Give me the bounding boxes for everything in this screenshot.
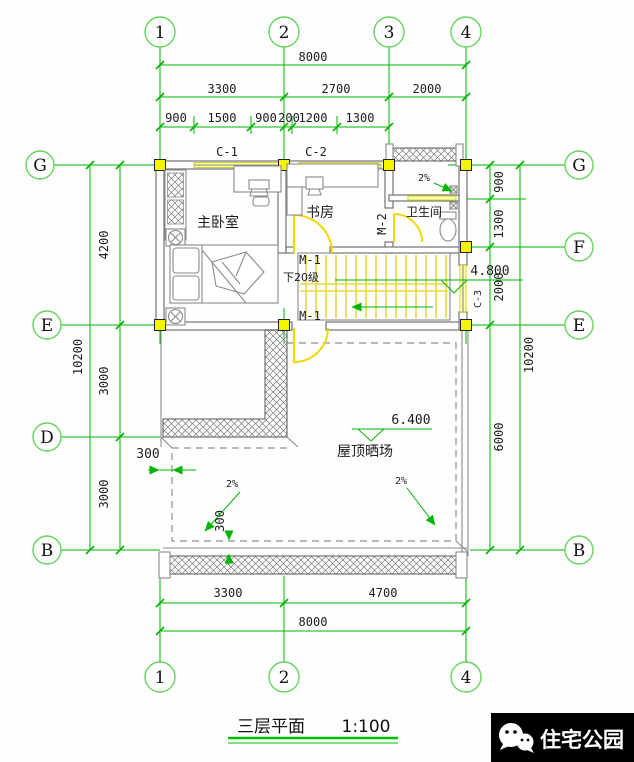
room-labels: 主卧室 书房 卫生间 屋顶晒场	[197, 205, 442, 460]
balcony-railing	[391, 147, 463, 162]
window-label-c1: C-1	[216, 145, 238, 159]
room-label-bathroom: 卫生间	[406, 205, 442, 219]
watermark-brand: 住宅公园	[540, 728, 624, 752]
dim-right-inner-1: 900	[492, 171, 506, 193]
drawing-title: 三层平面	[237, 717, 305, 737]
slope-balcony: 2%	[418, 173, 430, 184]
axis-bubble-top-3: 3	[384, 23, 395, 43]
axis-bubble-right-e: E	[573, 316, 585, 336]
room-label-roof-terrace: 屋顶晒场	[337, 444, 393, 460]
dim-top-minor-2: 1500	[208, 111, 237, 125]
axis-bubble-right-b: B	[573, 541, 586, 561]
door-label-m1-lower: M-1	[299, 309, 321, 323]
title-block: 三层平面 1:100	[228, 717, 398, 744]
wardrobe	[164, 169, 187, 326]
axis-bubbles: 1 2 3 4 1 2 4 G E D B G F E B	[25, 16, 594, 693]
dimension-ticks	[85, 60, 525, 636]
slope-terrace-right: 2%	[395, 476, 407, 487]
offset-300-horizontal: 300	[136, 447, 159, 462]
dim-bottom-major-1: 3300	[214, 586, 243, 600]
doors	[293, 213, 423, 364]
level-6400: 6.400	[391, 413, 430, 428]
dim-left-inner-2: 3000	[97, 367, 111, 396]
axis-bubble-bottom-1: 1	[155, 668, 166, 688]
dim-right-inner-4: 6000	[492, 423, 506, 452]
door-label-m1-upper: M-1	[299, 253, 321, 267]
dim-left-inner-1: 4200	[97, 231, 111, 260]
dim-left-total: 10200	[71, 339, 85, 375]
slope-terrace-left: 2%	[226, 479, 238, 490]
door-m2-swing	[393, 213, 423, 243]
watermark: 住宅公园	[491, 713, 634, 762]
dimension-lines	[85, 60, 525, 636]
dim-bottom-major-2: 4700	[369, 586, 398, 600]
axis-bubble-bottom-2: 2	[279, 668, 290, 688]
axis-bubble-left-b: B	[41, 541, 54, 561]
offset-300-vertical: 300	[213, 510, 227, 532]
opening-labels: C-1 C-2 M-1 M-1 M-2 下20级	[216, 145, 389, 323]
axis-bubble-right-g: G	[572, 156, 586, 176]
level-4800: 4.800	[470, 264, 509, 279]
dim-top-minor-4: 200	[278, 111, 300, 125]
room-label-master-bedroom: 主卧室	[197, 214, 239, 231]
columns	[154, 159, 472, 331]
bed	[169, 244, 279, 304]
dim-top-minor-6: 1300	[346, 111, 375, 125]
plan-walls	[155, 143, 471, 579]
axis-bubble-left-d: D	[40, 428, 54, 448]
dimension-texts: 8000 3300 2700 2000 900 1500 900 200 120…	[71, 50, 536, 629]
room-label-study: 书房	[306, 205, 334, 221]
wechat-icon	[499, 723, 534, 753]
annotations: 4.800 C-3 6.400 2% 2% 2%	[148, 173, 523, 565]
dim-top-minor-1: 900	[165, 111, 187, 125]
dim-top-minor-3: 900	[255, 111, 277, 125]
furniture	[164, 163, 458, 326]
axis-bubble-top-2: 2	[279, 23, 290, 43]
staircase	[297, 252, 451, 321]
axis-bubble-right-f: F	[573, 238, 585, 258]
study-desk	[286, 163, 379, 216]
door-m1-lower-swing	[293, 327, 329, 364]
axis-bubble-top-4: 4	[461, 23, 472, 43]
stair-note: 下20级	[283, 271, 319, 284]
axis-bubble-top-1: 1	[155, 23, 166, 43]
bottom-parapet	[162, 555, 468, 575]
dim-top-major-2: 2700	[322, 82, 351, 96]
dim-top-major-1: 3300	[208, 82, 237, 96]
axis-bubble-left-g: G	[33, 156, 47, 176]
axis-bubble-left-e: E	[41, 316, 53, 336]
dim-bottom-total: 8000	[299, 615, 328, 629]
window-label-c3: C-3	[473, 290, 484, 308]
axis-bubble-bottom-4: 4	[461, 668, 472, 688]
terrace-hatched-wall	[162, 329, 288, 438]
drawing-scale: 1:100	[342, 717, 391, 737]
dim-right-total: 10200	[522, 337, 536, 373]
dim-right-inner-2: 1300	[492, 210, 506, 239]
terrace-dashed-outline	[171, 342, 457, 542]
dim-top-major-3: 2000	[413, 82, 442, 96]
dim-top-total: 8000	[299, 50, 328, 64]
window-label-c2: C-2	[305, 145, 327, 159]
dim-left-inner-3: 3000	[97, 480, 111, 509]
dim-top-minor-5: 1200	[299, 111, 328, 125]
door-label-m2: M-2	[375, 213, 389, 235]
bedroom-desk	[233, 165, 282, 207]
toilet	[439, 211, 457, 242]
